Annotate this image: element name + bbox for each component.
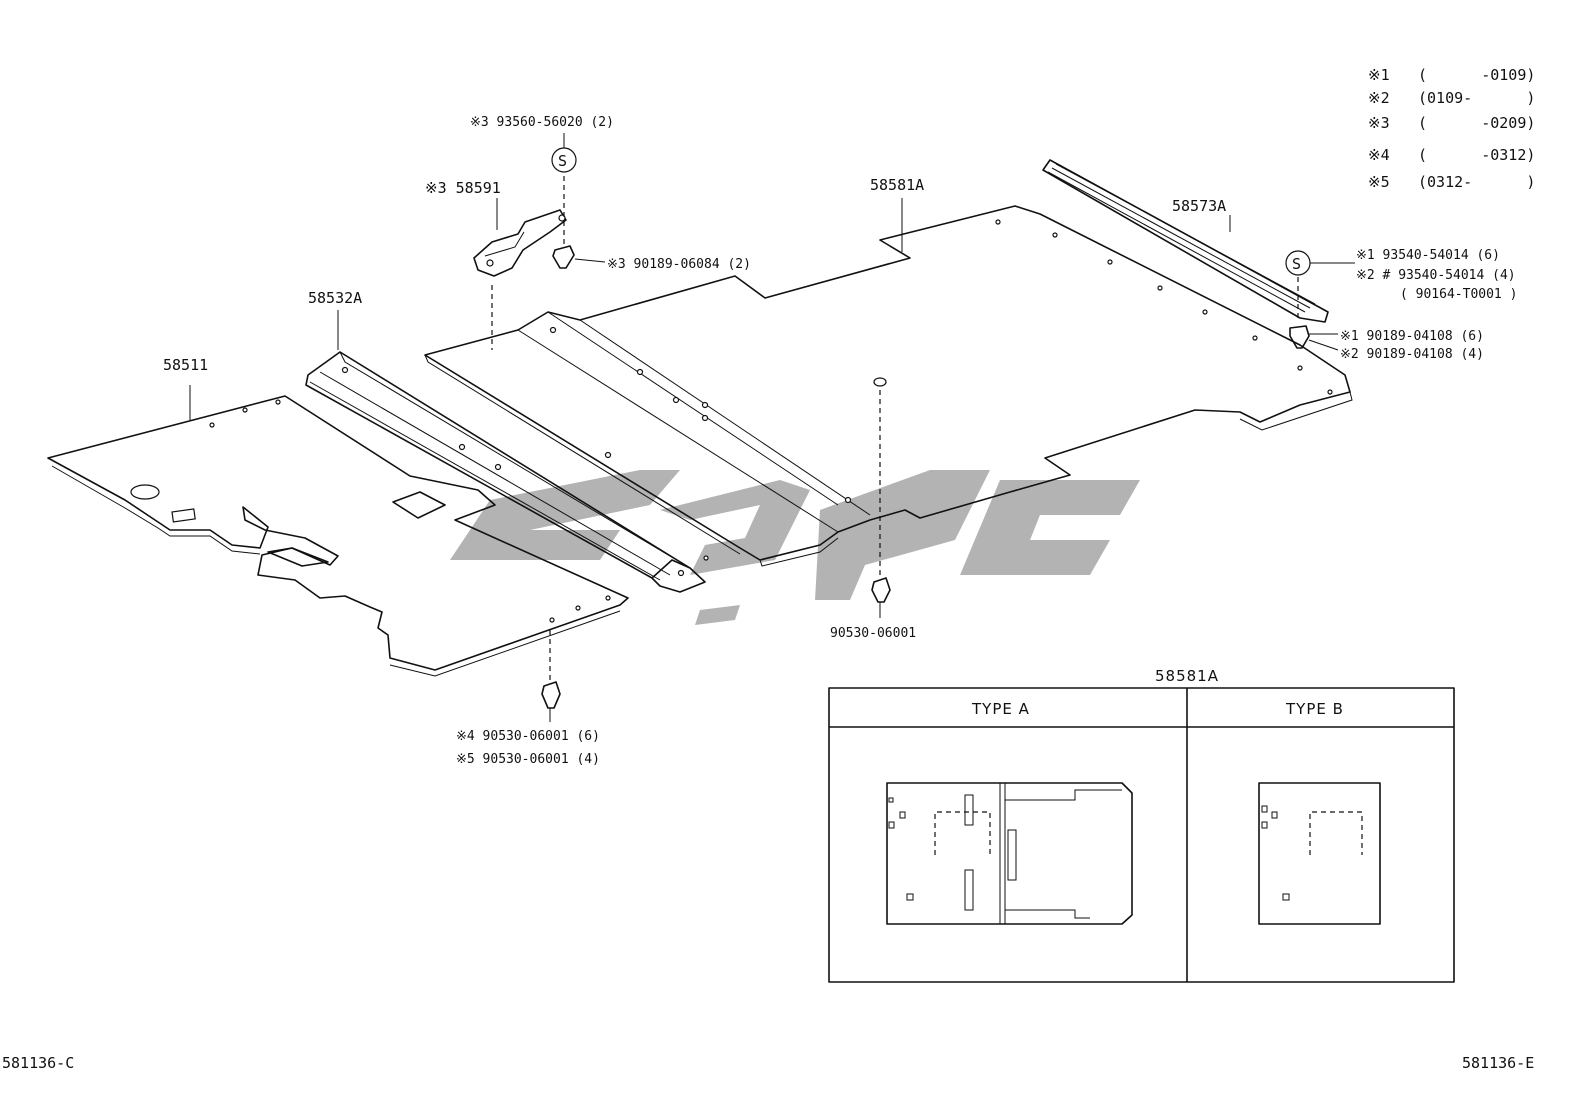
part-58591-bracket	[473, 198, 567, 350]
label-93560-56020: ※3 93560-56020 (2)	[470, 115, 614, 130]
type-b-plan	[1258, 782, 1381, 925]
legend-range-5: (0312- )	[1418, 173, 1535, 191]
label-90189-04108-2: ※2 90189-04108 (4)	[1340, 347, 1484, 362]
s-symbol-right: S	[1292, 255, 1301, 273]
legend-range-4: ( -0312)	[1418, 146, 1535, 164]
label-58573a: 58573A	[1172, 197, 1226, 215]
footer-code-left: 581136-C	[2, 1054, 74, 1072]
label-90189-06084: ※3 90189-06084 (2)	[607, 257, 751, 272]
part-58511-mat	[47, 385, 629, 677]
label-90189-04108-1: ※1 90189-04108 (6)	[1340, 329, 1484, 344]
label-58532a: 58532A	[308, 289, 362, 307]
label-90530-06001-4: ※4 90530-06001 (6)	[456, 729, 600, 744]
label-58581a: 58581A	[870, 176, 924, 194]
legend-mark-1: ※1	[1368, 66, 1390, 84]
clip-90530-06001-bottom	[541, 630, 561, 722]
legend-mark-5: ※5	[1368, 173, 1390, 191]
part-58573a-side-rail: S	[1042, 159, 1355, 351]
legend-mark-4: ※4	[1368, 146, 1390, 164]
legend-range-3: ( -0209)	[1418, 114, 1535, 132]
inset-type-b-label: TYPE B	[1285, 700, 1344, 718]
inset-frame	[828, 687, 1455, 983]
label-90530-06001-center: 90530-06001	[830, 626, 916, 641]
s-symbol-top: S	[558, 152, 567, 170]
label-58511: 58511	[163, 356, 208, 374]
legend-range-2: (0109- )	[1418, 89, 1535, 107]
clip-90189-06084: S	[551, 133, 606, 269]
legend-range-1: ( -0109)	[1418, 66, 1535, 84]
legend-mark-2: ※2	[1368, 89, 1390, 107]
watermark-logo	[450, 470, 1140, 625]
inset-type-a-label: TYPE A	[971, 700, 1030, 718]
part-58532a-rail	[305, 310, 706, 593]
footer-code-right: 581136-E	[1462, 1054, 1534, 1072]
label-93540-54014-2: ※2 # 93540-54014 (4)	[1356, 268, 1516, 283]
label-93540-54014-1: ※1 93540-54014 (6)	[1356, 248, 1500, 263]
label-90164-t0001: ( 90164-T0001 )	[1400, 287, 1517, 302]
legend: ※1 ( -0109) ※2 (0109- ) ※3 ( -0209) ※4 (…	[1368, 66, 1535, 191]
label-90530-06001-5: ※5 90530-06001 (4)	[456, 752, 600, 767]
legend-mark-3: ※3	[1368, 114, 1390, 132]
inset-type-table: 58581A TYPE A TYPE B	[828, 667, 1455, 983]
inset-title: 58581A	[1155, 667, 1219, 685]
label-58591: ※3 58591	[425, 179, 501, 197]
part-58581a-main-mat	[424, 198, 1353, 618]
type-a-plan	[886, 782, 1133, 925]
